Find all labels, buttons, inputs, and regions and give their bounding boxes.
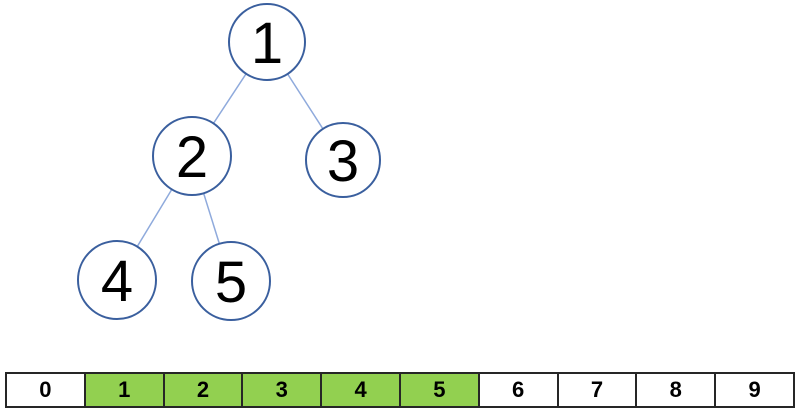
tree-node-4-label: 4 xyxy=(101,249,133,314)
array-cell-0: 0 xyxy=(7,374,86,406)
array-cell-5: 5 xyxy=(400,374,480,406)
tree-node-3-circle xyxy=(305,122,381,198)
array-cell-4: 4 xyxy=(322,374,401,406)
tree-node-5: 5 xyxy=(191,241,271,321)
array-cell-9: 9 xyxy=(716,374,793,406)
array-cell-3: 3 xyxy=(243,374,323,406)
array-cell-8: 8 xyxy=(637,374,717,406)
array-row: 0 1 2 3 4 5 6 7 8 9 xyxy=(5,372,795,408)
tree-node-4: 4 xyxy=(77,240,157,320)
tree-node-4-circle xyxy=(77,240,157,320)
tree-node-2-circle xyxy=(152,116,232,196)
tree-node-3-label: 3 xyxy=(327,129,359,194)
binary-tree-diagram: 1 2 3 4 5 xyxy=(77,3,381,321)
tree-node-1: 1 xyxy=(228,3,306,81)
tree-node-5-label: 5 xyxy=(215,250,247,315)
tree-node-5-circle xyxy=(191,241,271,321)
array-cell-7: 7 xyxy=(558,374,638,406)
array-cell-6: 6 xyxy=(479,374,559,406)
tree-node-2: 2 xyxy=(152,116,232,196)
array-cell-2: 2 xyxy=(164,374,244,406)
tree-node-1-circle xyxy=(228,3,306,81)
tree-node-3: 3 xyxy=(305,122,381,198)
array-cell-1: 1 xyxy=(85,374,165,406)
tree-node-2-label: 2 xyxy=(176,125,208,190)
tree-node-1-label: 1 xyxy=(251,11,283,76)
